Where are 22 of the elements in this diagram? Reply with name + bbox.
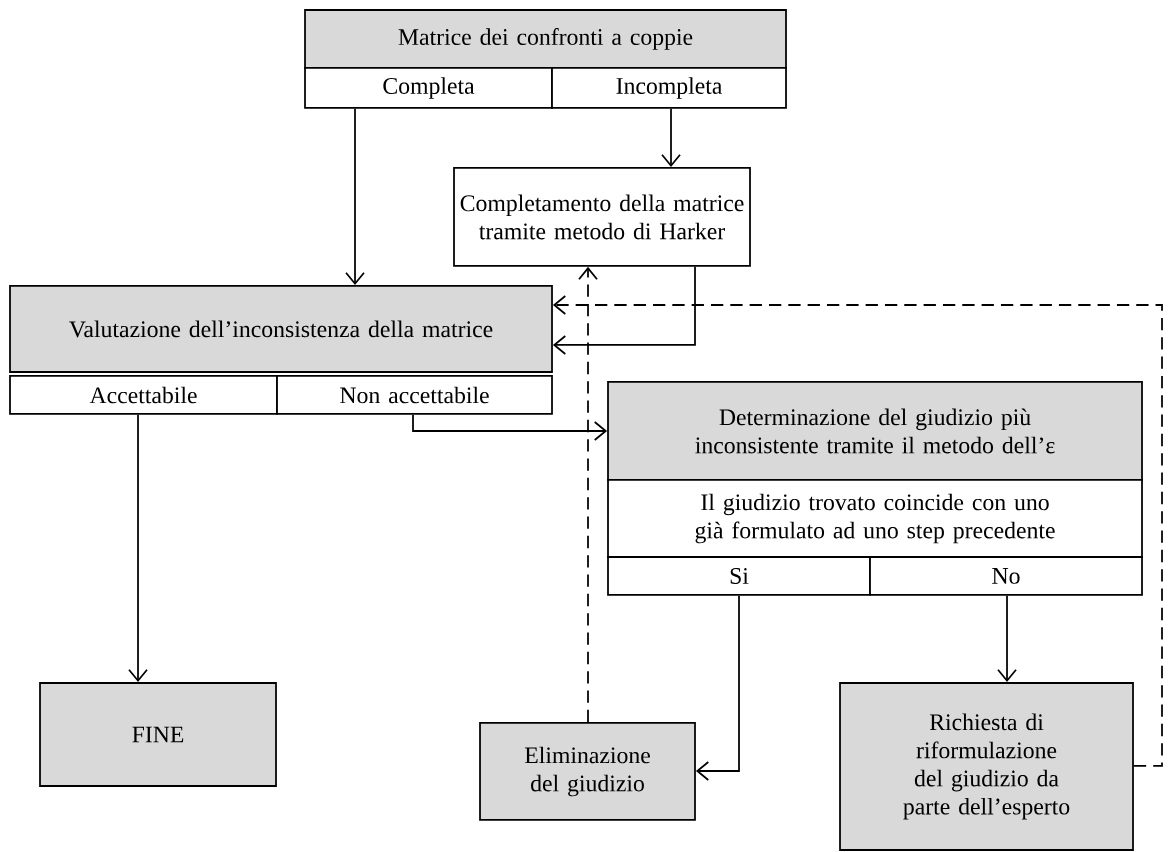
arrow <box>578 266 598 723</box>
arrow <box>128 414 148 683</box>
arrow <box>412 414 608 441</box>
arrow <box>345 108 365 286</box>
arrow <box>552 295 1163 767</box>
process-box: Completamento della matrice tramite metodo di Harker <box>453 167 751 267</box>
option-cell: Accettabile <box>9 375 278 415</box>
end-box: FINE <box>39 682 277 787</box>
arrow <box>997 595 1017 683</box>
process-box: Valutazione dell’inconsistenza della matrice <box>9 285 553 373</box>
option-cell: Incompleta <box>551 67 787 109</box>
process-box: Eliminazione del giudizio <box>479 722 696 821</box>
arrow <box>552 266 696 355</box>
option-cell: Completa <box>304 67 553 109</box>
option-cell: Non accettabile <box>276 375 553 415</box>
process-box: Richiesta di riformulazione del giudizio da parte dell’esperto <box>839 682 1134 851</box>
header-box: Matrice dei confronti a coppie <box>304 9 787 69</box>
option-cell: Si <box>607 556 871 596</box>
option-cell: No <box>869 556 1143 596</box>
arrow <box>695 595 740 781</box>
process-box: Determinazione del giudizio più inconsistente tramite il metodo dell’ε <box>607 381 1143 481</box>
arrow <box>661 108 681 168</box>
